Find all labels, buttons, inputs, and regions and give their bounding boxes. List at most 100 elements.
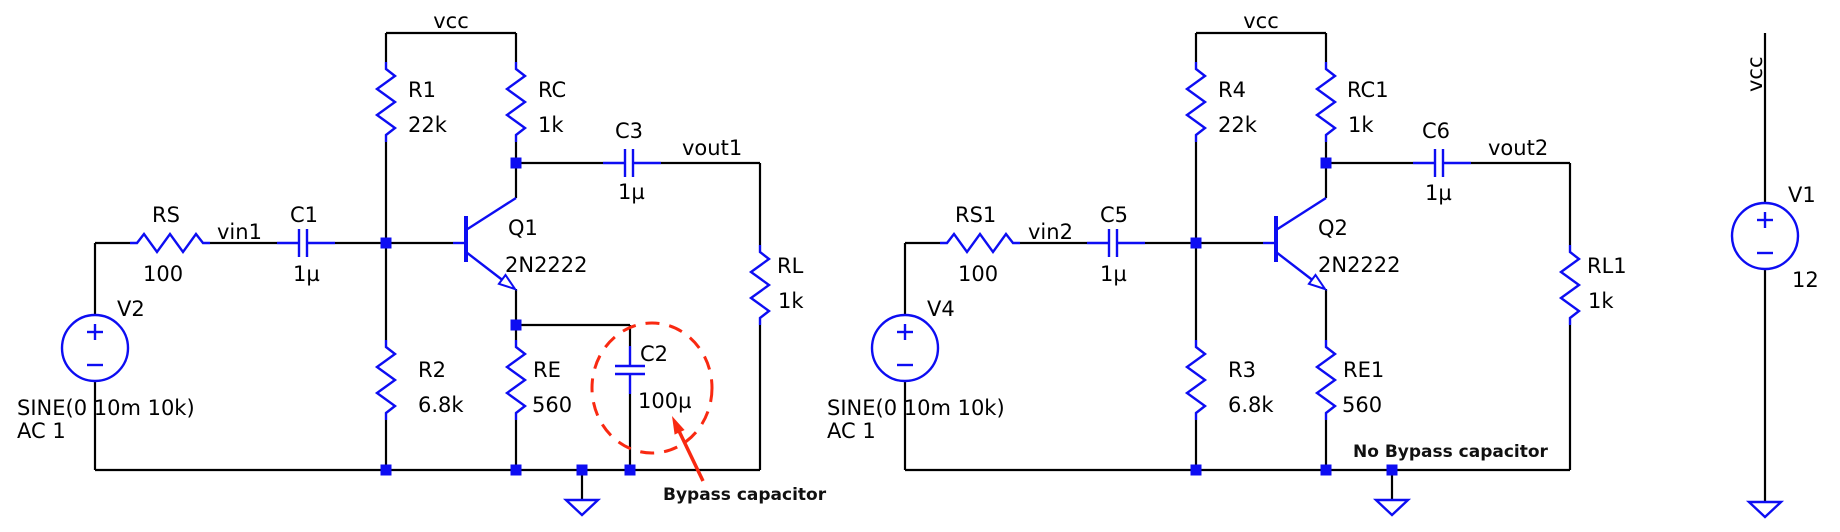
label-RS1-name[interactable]: RS1 xyxy=(955,203,996,227)
label-C2-value[interactable]: 100µ xyxy=(638,389,691,413)
label-RC1-name[interactable]: RC1 xyxy=(1347,78,1389,102)
junction-dot xyxy=(510,157,522,169)
capacitor-C3[interactable] xyxy=(601,147,663,179)
net-label-vout1[interactable]: vout1 xyxy=(682,136,742,160)
net-label-vout2[interactable]: vout2 xyxy=(1488,136,1548,160)
label-R3-name[interactable]: R3 xyxy=(1228,358,1256,382)
label-C1-value[interactable]: 1µ xyxy=(293,262,320,286)
junction-dot xyxy=(380,464,392,476)
label-V4-name[interactable]: V4 xyxy=(927,297,955,321)
label-RS1-value[interactable]: 100 xyxy=(958,262,998,286)
right-amplifier-circuit: vcc RS1 100 vin2 C5 1µ R4 22k RC1 1k C6 … xyxy=(827,9,1627,517)
no-bypass-annotation-text: No Bypass capacitor xyxy=(1353,442,1549,462)
voltage-source-V1[interactable] xyxy=(1730,201,1800,271)
label-V1-value[interactable]: 12 xyxy=(1792,268,1819,292)
label-C6-value[interactable]: 1µ xyxy=(1425,181,1452,205)
label-RL-value[interactable]: 1k xyxy=(778,289,804,313)
resistor-RS1[interactable] xyxy=(938,232,1022,254)
resistor-R2[interactable] xyxy=(375,338,397,422)
label-R1-name[interactable]: R1 xyxy=(408,78,436,102)
resistor-RL[interactable] xyxy=(749,243,771,327)
label-C2-name[interactable]: C2 xyxy=(640,342,668,366)
label-C1-name[interactable]: C1 xyxy=(290,203,318,227)
junction-dot xyxy=(576,464,588,476)
resistor-RC[interactable] xyxy=(505,60,527,144)
bypass-annotation-text: Bypass capacitor xyxy=(663,485,827,505)
label-R4-name[interactable]: R4 xyxy=(1218,78,1246,102)
label-Q2-model[interactable]: 2N2222 xyxy=(1318,253,1401,277)
label-Q1-model[interactable]: 2N2222 xyxy=(505,253,588,277)
label-R4-value[interactable]: 22k xyxy=(1218,113,1258,137)
label-RL1-name[interactable]: RL1 xyxy=(1587,254,1627,278)
ground-symbol-right[interactable] xyxy=(1374,498,1410,517)
label-RC-value[interactable]: 1k xyxy=(538,113,564,137)
label-RE-name[interactable]: RE xyxy=(533,358,561,382)
junction-dot xyxy=(510,319,522,331)
ground-symbol-left[interactable] xyxy=(564,498,600,517)
junction-dot xyxy=(1190,464,1202,476)
bypass-arrow-line xyxy=(677,430,705,482)
label-RS-name[interactable]: RS xyxy=(152,203,180,227)
junction-dot xyxy=(1320,157,1332,169)
label-C6-name[interactable]: C6 xyxy=(1422,119,1450,143)
capacitor-C6[interactable] xyxy=(1411,147,1473,179)
label-V4-sine[interactable]: SINE(0 10m 10k) xyxy=(827,396,1005,420)
junction-dot xyxy=(380,237,392,249)
label-RC-name[interactable]: RC xyxy=(538,78,566,102)
junction-dot xyxy=(1320,464,1332,476)
wires-left xyxy=(93,31,762,500)
resistor-RC1[interactable] xyxy=(1315,60,1337,144)
capacitor-C5[interactable] xyxy=(1085,227,1147,259)
label-RL-name[interactable]: RL xyxy=(777,254,804,278)
label-Q2-name[interactable]: Q2 xyxy=(1318,216,1348,240)
label-V4-ac[interactable]: AC 1 xyxy=(827,419,876,443)
transistor-Q2[interactable] xyxy=(1261,196,1328,291)
net-label-vcc-supply[interactable]: vcc xyxy=(1743,56,1767,92)
bypass-annotation: Bypass capacitor xyxy=(590,321,827,505)
resistor-RE[interactable] xyxy=(505,338,527,422)
resistor-RL1[interactable] xyxy=(1559,243,1581,327)
label-R1-value[interactable]: 22k xyxy=(408,113,448,137)
label-C3-value[interactable]: 1µ xyxy=(618,180,645,204)
ground-symbol-supply[interactable] xyxy=(1747,500,1783,519)
label-RL1-value[interactable]: 1k xyxy=(1588,289,1614,313)
bypass-arrow-head xyxy=(672,416,685,435)
left-amplifier-circuit: vcc RS 100 vin1 C1 1µ R1 22k RC 1k C3 1µ… xyxy=(17,9,827,517)
label-R3-value[interactable]: 6.8k xyxy=(1228,393,1274,417)
wires-right xyxy=(903,31,1572,500)
label-C5-name[interactable]: C5 xyxy=(1100,203,1128,227)
bypass-highlight-circle xyxy=(590,321,714,455)
label-RC1-value[interactable]: 1k xyxy=(1348,113,1374,137)
net-label-vin1[interactable]: vin1 xyxy=(217,220,262,244)
label-RE1-name[interactable]: RE1 xyxy=(1343,358,1384,382)
junction-dot xyxy=(510,464,522,476)
resistor-RS[interactable] xyxy=(128,232,212,254)
voltage-source-V4[interactable] xyxy=(870,313,940,383)
junction-dot xyxy=(1190,237,1202,249)
capacitor-C1[interactable] xyxy=(275,227,337,259)
voltage-source-V2[interactable] xyxy=(60,313,130,383)
net-label-vcc-right[interactable]: vcc xyxy=(1243,9,1279,33)
label-C5-value[interactable]: 1µ xyxy=(1100,262,1127,286)
label-R2-value[interactable]: 6.8k xyxy=(418,393,464,417)
label-V1-name[interactable]: V1 xyxy=(1788,183,1816,207)
label-RE1-value[interactable]: 560 xyxy=(1342,393,1382,417)
label-RE-value[interactable]: 560 xyxy=(532,393,572,417)
label-RS-value[interactable]: 100 xyxy=(143,262,183,286)
junction-dot xyxy=(1386,464,1398,476)
label-R2-name[interactable]: R2 xyxy=(418,358,446,382)
net-label-vcc-left[interactable]: vcc xyxy=(433,9,469,33)
supply-circuit: vcc V1 12 xyxy=(1730,33,1819,519)
net-label-vin2[interactable]: vin2 xyxy=(1028,220,1073,244)
label-V2-name[interactable]: V2 xyxy=(117,297,145,321)
resistor-R4[interactable] xyxy=(1185,60,1207,144)
resistor-R1[interactable] xyxy=(375,60,397,144)
label-C3-name[interactable]: C3 xyxy=(615,119,643,143)
label-Q1-name[interactable]: Q1 xyxy=(508,216,538,240)
resistor-RE1[interactable] xyxy=(1315,338,1337,422)
label-V2-ac[interactable]: AC 1 xyxy=(17,419,66,443)
resistor-R3[interactable] xyxy=(1185,338,1207,422)
label-V2-sine[interactable]: SINE(0 10m 10k) xyxy=(17,396,195,420)
